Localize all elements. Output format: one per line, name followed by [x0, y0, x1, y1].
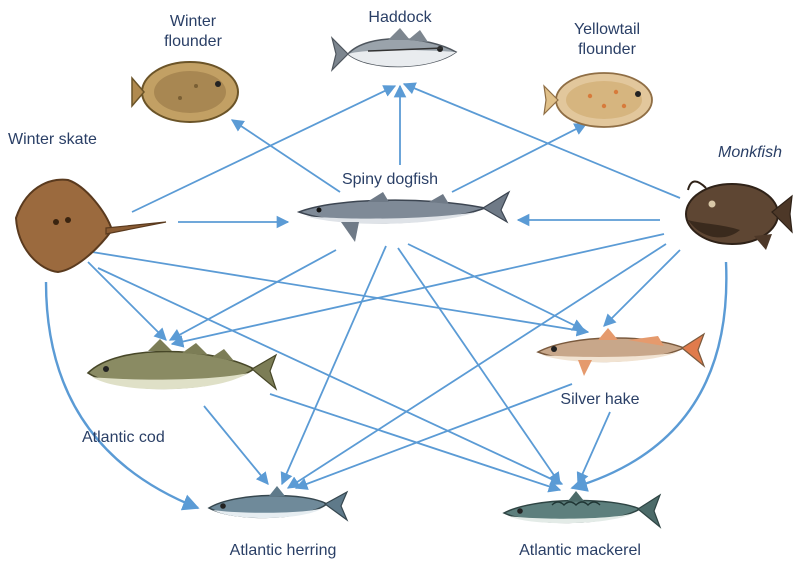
haddock-fish-icon	[332, 28, 456, 70]
atlantic-herring-label: Atlantic herring	[208, 541, 358, 561]
arrow-winter-skate-to-silver-hake	[92, 252, 588, 332]
arrow-silver-hake-to-atlantic-mackerel	[578, 412, 610, 484]
winter-flounder-flatfish-icon	[132, 62, 238, 122]
monkfish-label: Monkfish	[700, 143, 795, 163]
arrow-monkfish-to-atlantic-mackerel	[572, 262, 726, 488]
atlantic-mackerel-fish-icon	[504, 491, 660, 527]
winter-skate-label: Winter skate	[8, 130, 128, 150]
silver-hake-fish-icon	[538, 328, 704, 376]
monkfish-anglerfish-icon	[686, 181, 792, 250]
silver-hake-label: Silver hake	[540, 390, 660, 410]
arrow-atlantic-cod-to-atlantic-mackerel	[270, 394, 560, 490]
atlantic-herring-fish-icon	[209, 486, 347, 520]
yellowtail-flounder-label-line1: Yellowtail	[552, 20, 662, 40]
yellowtail-flounder-label-line2: flounder	[552, 40, 662, 60]
arrow-spiny-dogfish-to-yellowtail-flounder	[452, 124, 586, 192]
spiny-dogfish-shark-icon	[299, 192, 509, 242]
spiny-dogfish-label: Spiny dogfish	[320, 170, 460, 190]
atlantic-mackerel-label: Atlantic mackerel	[500, 541, 660, 561]
atlantic-cod-label: Atlantic cod	[82, 428, 202, 448]
yellowtail-flounder-flatfish-icon	[544, 73, 652, 127]
arrow-spiny-dogfish-to-atlantic-mackerel	[398, 248, 560, 484]
yellowtail-flounder-label: Yellowtail flounder	[552, 20, 662, 60]
arrow-monkfish-to-atlantic-cod	[172, 234, 664, 344]
atlantic-cod-fish-icon	[88, 339, 276, 389]
winter-skate-icon	[16, 180, 166, 272]
winter-flounder-label: Winter flounder	[148, 12, 238, 52]
arrow-winter-skate-to-atlantic-herring	[46, 282, 198, 508]
winter-flounder-label-line2: flounder	[148, 32, 238, 52]
arrow-silver-hake-to-atlantic-herring	[296, 384, 572, 488]
arrow-spiny-dogfish-to-atlantic-herring	[282, 246, 386, 484]
arrow-winter-skate-to-atlantic-cod	[88, 262, 166, 340]
arrow-atlantic-cod-to-atlantic-herring	[204, 406, 268, 484]
arrow-monkfish-to-silver-hake	[604, 250, 680, 326]
arrow-monkfish-to-atlantic-herring	[288, 244, 666, 488]
haddock-label: Haddock	[350, 8, 450, 28]
winter-flounder-label-line1: Winter	[148, 12, 238, 32]
